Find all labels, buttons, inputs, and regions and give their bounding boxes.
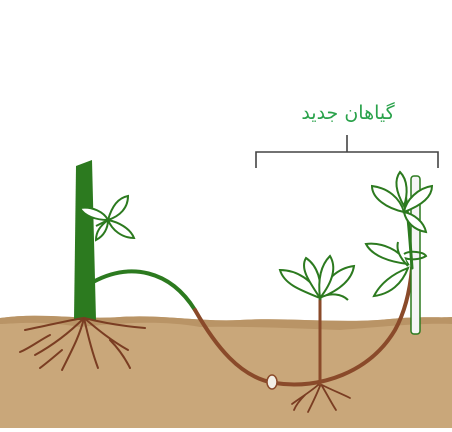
new-plants-bracket: [256, 135, 438, 168]
wound-notch: [267, 375, 277, 389]
new-plant-2-leaves-bottom: [366, 242, 408, 296]
new-plant-1-leaves: [280, 256, 354, 300]
new-plants-label: گیاهان جدید: [268, 101, 428, 125]
bent-branch-above: [93, 271, 195, 310]
parent-stem: [74, 160, 96, 320]
new-plant-2-leaves-top: [372, 172, 432, 232]
